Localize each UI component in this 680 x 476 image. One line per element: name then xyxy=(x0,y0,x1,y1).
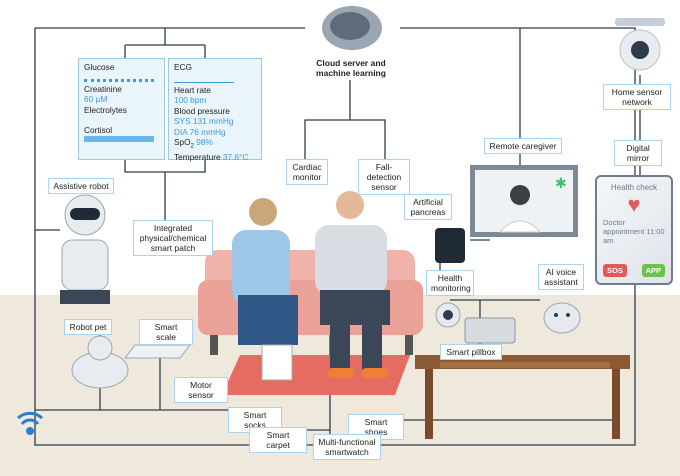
assistive-robot-label: Assistive robot xyxy=(48,178,114,194)
temperature-label: Temperature xyxy=(174,152,221,163)
temperature-row: Temperature 37.6°C xyxy=(174,152,256,163)
heart-rate-label: Heart rate xyxy=(174,84,211,95)
fall-detection-label: Fall-detection sensor xyxy=(358,159,410,195)
blood-pressure-label: Blood pressure xyxy=(174,105,230,116)
ecg-label: ECG xyxy=(174,62,192,72)
sos-button[interactable]: SOS xyxy=(603,264,627,277)
artificial-pancreas-label: Artificial pancreas xyxy=(404,194,452,220)
security-camera-icon xyxy=(615,18,665,71)
motor-sensor-label: Motor sensor xyxy=(174,377,228,403)
smart-scale-icon xyxy=(123,344,192,359)
app-button[interactable]: APP xyxy=(641,264,665,277)
cortisol-bars xyxy=(84,135,154,142)
heart-rate-value: 100 bpm xyxy=(174,95,207,105)
glucose-bars xyxy=(84,73,154,82)
woman-illustration xyxy=(232,198,298,381)
digital-mirror: Health check ♥ Doctor appointment 11:00 … xyxy=(595,175,673,285)
caregiver-screen-icon: ✱ xyxy=(470,165,578,237)
robot-pet-illustration xyxy=(71,335,129,389)
spo2-value: 98% xyxy=(196,137,213,147)
man-illustration xyxy=(315,191,390,378)
smart-patch-label: Integrated physical/chemical smart patch xyxy=(133,220,213,256)
smart-scale-label: Smart scale xyxy=(139,319,193,345)
table-illustration xyxy=(415,355,630,439)
spo2-label: SpO xyxy=(174,137,191,147)
tablet-icon xyxy=(435,228,465,263)
health-check-title: Health check xyxy=(610,183,658,192)
home-sensor-label: Home sensor network xyxy=(603,84,671,110)
smart-carpet-label: Smart carpet xyxy=(249,427,307,453)
electrolytes-curve xyxy=(84,115,159,125)
creatinine-value: 60 µM xyxy=(84,94,108,104)
health-monitoring-label: Health monitoring xyxy=(426,270,474,296)
webcam-icon xyxy=(435,302,461,328)
electrolytes-label: Electrolytes xyxy=(84,104,127,115)
physical-panel: ECG Heart rate 100 bpm Blood pressure SY… xyxy=(168,58,262,163)
wifi-icon xyxy=(17,411,43,435)
glucose-label: Glucose xyxy=(84,62,115,72)
sys-value: SYS 131 mmHg xyxy=(174,116,234,126)
assistive-robot-illustration xyxy=(60,194,110,304)
ai-voice-label: AI voice assistant xyxy=(538,264,584,290)
biochemical-panel: Glucose Creatinine 60 µM Electrolytes Co… xyxy=(78,58,165,160)
cloud-brain-icon xyxy=(322,6,382,50)
dia-value: DIA 76 mmHg xyxy=(174,126,226,137)
smartwatch-label: Multi-functional smartwatch xyxy=(313,434,381,460)
creatinine-label: Creatinine xyxy=(84,83,122,94)
voice-assistant-icon xyxy=(543,302,581,334)
cortisol-label: Cortisol xyxy=(84,125,113,135)
spo2-subscript: 2 xyxy=(190,143,194,150)
pillbox-icon xyxy=(464,317,516,344)
temperature-value: 37.6°C xyxy=(222,152,249,163)
ecg-trace xyxy=(174,73,234,83)
spo2-row: SpO2 98% xyxy=(174,137,256,152)
cloud-label: Cloud server and machine learning xyxy=(316,58,386,78)
remote-caregiver-label: Remote caregiver xyxy=(484,138,562,154)
digital-mirror-label: Digital mirror xyxy=(614,140,662,166)
heart-check-icon: ♥ xyxy=(627,192,641,217)
svg-text:✱: ✱ xyxy=(555,175,567,191)
appointment-text: Doctor appointment 11:00 am xyxy=(603,218,665,245)
smart-pillbox-label: Smart pillbox xyxy=(440,344,502,360)
cardiac-monitor-label: Cardiac monitor xyxy=(286,159,328,185)
robot-pet-label: Robot pet xyxy=(64,319,112,335)
